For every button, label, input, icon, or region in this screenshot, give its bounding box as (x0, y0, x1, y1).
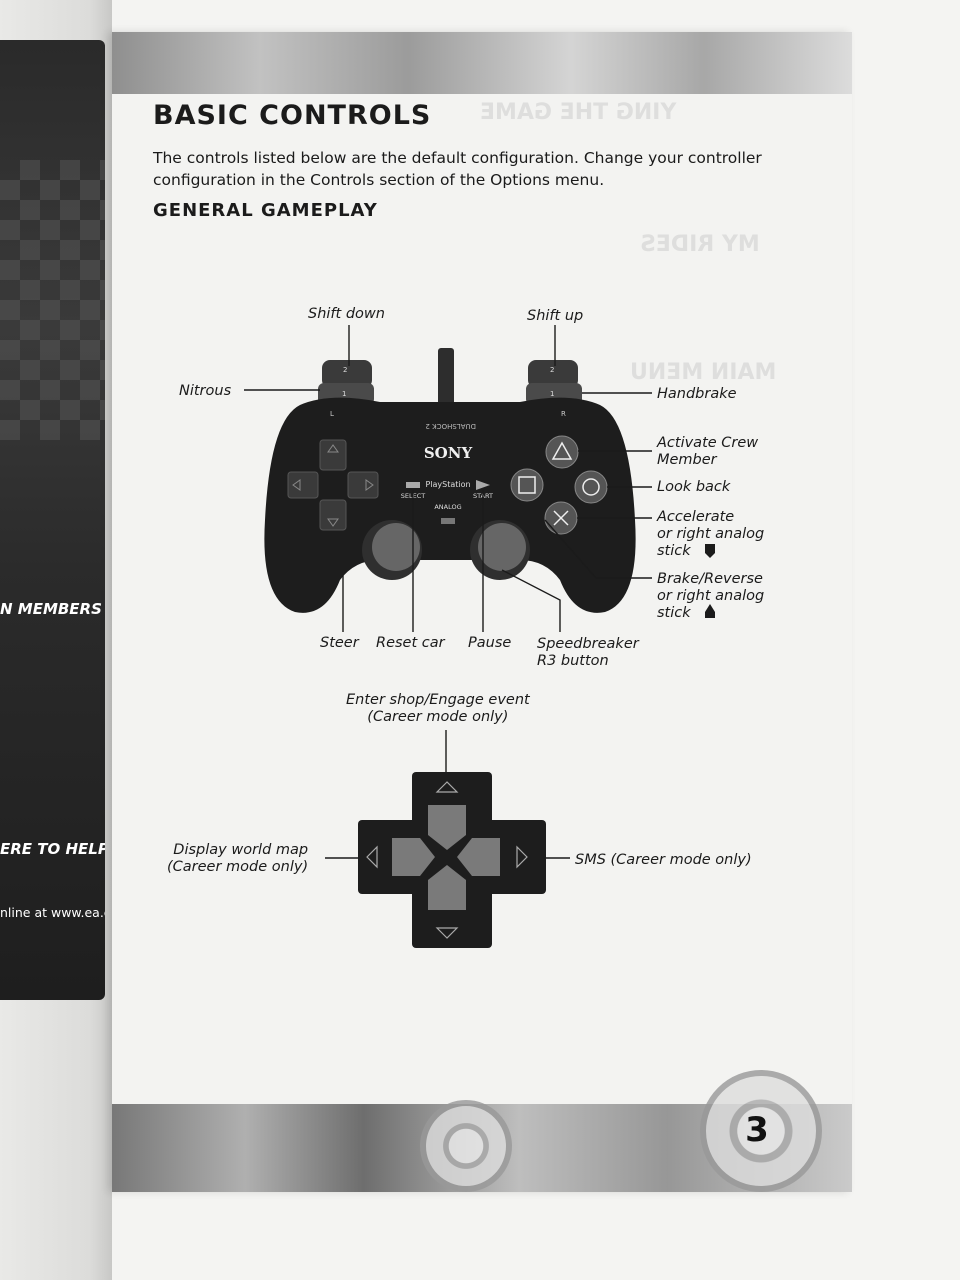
label-accelerate-line3: stick (657, 543, 691, 559)
leader-lines (244, 325, 652, 859)
left-page-text-members: N MEMBERS (0, 600, 102, 618)
label-accelerate-line2: or right analog (657, 526, 765, 542)
left-page: N MEMBERS ERE TO HELP YOU nline at www.e… (0, 0, 112, 1280)
dpad-left-button (392, 838, 435, 876)
label-shift-up: Shift up (527, 308, 584, 324)
l-label: L (330, 410, 334, 418)
label-enter-shop-line1: Enter shop/Engage event (346, 692, 530, 708)
label-display-map-line1: Display world map (173, 842, 309, 858)
square-icon (518, 476, 536, 494)
label-enter-shop: Enter shop/Engage event (Career mode onl… (346, 692, 530, 726)
controller-dpad-arrows (292, 444, 374, 527)
playstation-logo: PlayStation (425, 480, 470, 489)
l1-number: 1 (342, 390, 346, 398)
sony-logo: SONY (424, 444, 473, 462)
label-brake-line1: Brake/Reverse (657, 571, 763, 587)
start-button (476, 480, 490, 490)
label-brake-line3: stick (657, 605, 691, 621)
checkered-flag-pattern (0, 160, 105, 440)
r1-number: 1 (550, 390, 554, 398)
label-activate-crew-line2: Member (657, 452, 717, 468)
right-analog-stick (478, 523, 526, 571)
wheel-decoration (420, 1100, 512, 1192)
label-brake-line2: or right analog (657, 588, 765, 604)
left-page-text-help: ERE TO HELP YOU (0, 840, 105, 858)
circle-icon (582, 478, 600, 496)
right-arrow-icon (516, 845, 528, 869)
l2-button (322, 360, 372, 388)
label-pause: Pause (468, 635, 512, 651)
r-label: R (561, 410, 566, 418)
label-nitrous: Nitrous (179, 383, 232, 399)
section-heading: GENERAL GAMEPLAY (153, 200, 378, 221)
cross-icon (553, 510, 569, 526)
controller-cable (438, 348, 454, 412)
analog-label: ANALOG (434, 503, 461, 511)
label-enter-shop-line2: (Career mode only) (367, 709, 509, 725)
label-display-map-line2: (Career mode only) (167, 859, 309, 875)
stick-up-icon (705, 604, 715, 618)
dpad-right-button (457, 838, 500, 876)
up-arrow-icon (435, 781, 459, 793)
label-handbrake: Handbrake (657, 386, 737, 402)
label-speedbreaker-line1: Speedbreaker (537, 636, 639, 652)
r2-button (528, 360, 578, 388)
dpad-up-button (428, 805, 466, 850)
left-page-dark-panel: N MEMBERS ERE TO HELP YOU nline at www.e… (0, 40, 105, 1000)
dpad-down-button (428, 865, 466, 910)
model-label: DUALSHOCK 2 (425, 422, 476, 430)
wheel-decoration (700, 1070, 822, 1192)
label-brake-reverse: Brake/Reverse or right analog stick (657, 571, 764, 622)
controller-dpad (287, 439, 379, 531)
label-steer: Steer (320, 635, 359, 651)
intro-paragraph: The controls listed below are the defaul… (153, 149, 762, 189)
left-arrow-icon (366, 845, 378, 869)
triangle-icon (551, 441, 573, 460)
large-dpad (358, 772, 546, 948)
controller-body (264, 397, 636, 613)
label-shift-down: Shift down (308, 306, 385, 322)
label-speedbreaker-line2: R3 button (537, 653, 609, 669)
left-page-text-website: nline at www.ea.com (0, 905, 105, 920)
label-reset-car: Reset car (376, 635, 445, 651)
label-accelerate: Accelerate or right analog stick (657, 509, 764, 560)
select-button (406, 482, 420, 488)
label-accelerate-line1: Accelerate (657, 509, 735, 525)
label-activate-crew-line1: Activate Crew (657, 435, 759, 451)
page-number: 3 (745, 1110, 769, 1150)
stick-down-icon (705, 544, 715, 558)
label-sms: SMS (Career mode only) (575, 852, 752, 868)
label-display-map: Display world map (Career mode only) (167, 842, 308, 876)
page-title: BASIC CONTROLS (153, 100, 432, 131)
left-analog-stick (372, 523, 420, 571)
r2-number: 2 (550, 366, 554, 374)
down-arrow-icon (435, 927, 459, 939)
l2-number: 2 (343, 366, 347, 374)
label-speedbreaker: Speedbreaker R3 button (537, 636, 639, 670)
face-buttons (510, 435, 608, 535)
label-activate-crew: Activate Crew Member (657, 435, 758, 469)
label-look-back: Look back (657, 479, 731, 495)
top-decorative-banner (112, 32, 852, 94)
analog-button (441, 518, 455, 524)
